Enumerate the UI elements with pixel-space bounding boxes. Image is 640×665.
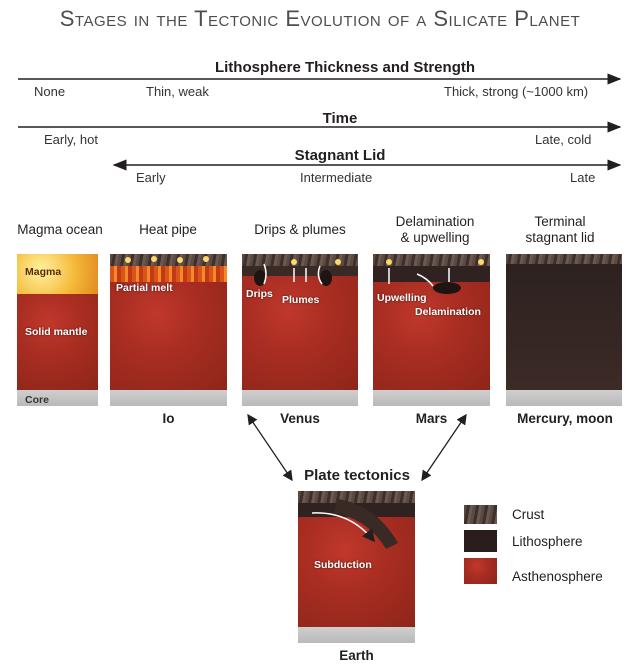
legend-label-crust: Crust	[512, 507, 544, 522]
planet-io: Io	[110, 411, 227, 426]
heat-pipe-sparks	[110, 254, 227, 284]
lithosphere-axis-title: Lithosphere Thickness and Strength	[150, 59, 540, 76]
delamination-panel: Upwelling Delamination	[373, 254, 490, 406]
planet-venus: Venus	[242, 411, 358, 426]
stagnant-lid-right-label: Late	[570, 170, 595, 185]
stage-title-heat-pipe: Heat pipe	[118, 222, 218, 238]
legend-swatch-lithosphere	[464, 530, 497, 552]
core-layer	[373, 390, 490, 406]
magma-ocean-panel: Magma Solid mantle Core	[17, 254, 98, 406]
delamination-sketch	[373, 254, 490, 314]
crust-layer	[506, 254, 622, 264]
legend-swatch-crust	[464, 505, 497, 524]
delamination-label: Delamination	[415, 306, 481, 318]
time-axis-title: Time	[280, 110, 400, 127]
terminal-panel	[506, 254, 622, 406]
solid-mantle-label: Solid mantle	[25, 326, 87, 338]
subduction-label: Subduction	[314, 559, 372, 571]
drips-plumes-panel: Drips Plumes	[242, 254, 358, 406]
stage-title-delamination: Delamination & upwelling	[375, 214, 495, 246]
stagnant-lid-axis-title: Stagnant Lid	[260, 147, 420, 164]
core-layer	[298, 627, 415, 643]
stagnant-lid-mid-label: Intermediate	[300, 170, 372, 185]
core-label: Core	[25, 394, 49, 406]
lithosphere-left-label: None	[34, 84, 65, 99]
core-layer	[242, 390, 358, 406]
lithosphere-mid-label: Thin, weak	[146, 84, 209, 99]
lithosphere-right-label: Thick, strong (~1000 km)	[444, 84, 588, 99]
planet-mercury-moon: Mercury, moon	[500, 411, 630, 426]
time-right-label: Late, cold	[535, 132, 591, 147]
legend-label-asthenosphere: Asthenosphere	[512, 569, 603, 584]
solid-mantle-layer	[17, 294, 98, 390]
time-left-label: Early, hot	[44, 132, 98, 147]
core-layer	[506, 390, 622, 406]
lithosphere-layer	[506, 264, 622, 390]
partial-melt-label: Partial melt	[116, 282, 173, 294]
legend-label-lithosphere: Lithosphere	[512, 534, 583, 549]
drips-label: Drips	[246, 288, 273, 300]
core-layer	[110, 390, 227, 406]
planet-mars: Mars	[373, 411, 490, 426]
stage-title-magma-ocean: Magma ocean	[8, 222, 112, 238]
magma-label: Magma	[25, 266, 61, 278]
legend-swatch-asthenosphere	[464, 558, 497, 584]
stage-title-terminal: Terminal stagnant lid	[505, 214, 615, 246]
plate-tectonics-title: Plate tectonics	[270, 467, 444, 484]
upwelling-label: Upwelling	[377, 292, 427, 304]
stage-title-drips-plumes: Drips & plumes	[242, 222, 358, 238]
plumes-label: Plumes	[282, 294, 319, 306]
heat-pipe-panel: Partial melt	[110, 254, 227, 406]
stagnant-lid-left-label: Early	[136, 170, 166, 185]
plate-tectonics-panel: Subduction	[298, 491, 415, 643]
planet-earth: Earth	[298, 648, 415, 663]
mantle-layer	[110, 282, 227, 390]
